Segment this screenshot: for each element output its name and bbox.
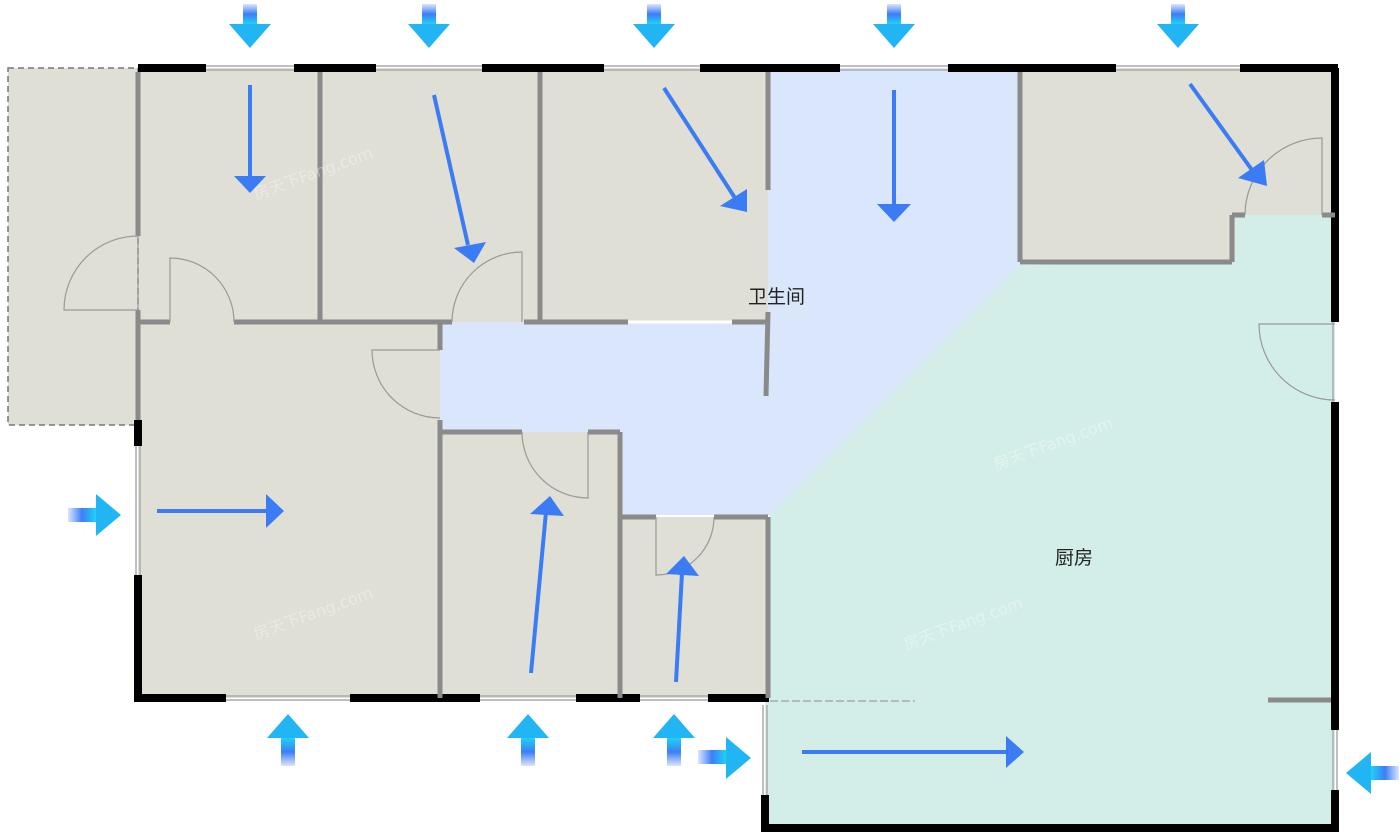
kitchen-area — [765, 215, 1335, 830]
arrow-icon — [234, 85, 266, 193]
arrow-down-icon — [408, 4, 450, 48]
top-right-room — [1020, 68, 1335, 262]
arrow-down-icon — [633, 4, 675, 48]
arrow-right-icon — [698, 737, 751, 779]
arrow-down-icon — [873, 4, 915, 48]
bathroom-label: 卫生间 — [748, 286, 806, 308]
interior-walls — [135, 72, 1335, 703]
arrow-up-icon — [267, 714, 309, 766]
arrow-up-icon — [507, 714, 549, 766]
arrow-icon — [432, 94, 486, 263]
balcony — [8, 68, 138, 425]
interior-arrows — [157, 82, 1267, 768]
arrow-right-icon — [68, 494, 121, 536]
arrow-icon — [157, 494, 284, 528]
arrow-left-icon — [1346, 752, 1399, 794]
arrow-down-icon — [1157, 4, 1199, 48]
arrow-icon — [666, 556, 699, 683]
balcony-outline — [7, 67, 139, 426]
arrow-down-icon — [229, 4, 271, 48]
bathroom-area — [440, 68, 1020, 515]
exterior-arrows — [68, 4, 1399, 794]
arrow-icon — [802, 736, 1024, 768]
kitchen-label: 厨房 — [1055, 547, 1094, 569]
arrow-up-icon — [653, 714, 695, 766]
arrow-icon — [1188, 82, 1267, 186]
arrow-icon — [662, 86, 747, 212]
room-fills — [8, 68, 1335, 830]
doors — [63, 137, 1336, 576]
arrow-icon — [529, 496, 564, 674]
bedroom-2 — [320, 68, 540, 322]
windows — [135, 65, 1338, 795]
room-small — [620, 517, 768, 698]
room-mid — [440, 432, 620, 698]
bedroom-1 — [138, 68, 320, 322]
exterior-walls — [134, 64, 1339, 832]
bedroom-3 — [540, 68, 768, 322]
arrow-icon — [877, 90, 911, 222]
